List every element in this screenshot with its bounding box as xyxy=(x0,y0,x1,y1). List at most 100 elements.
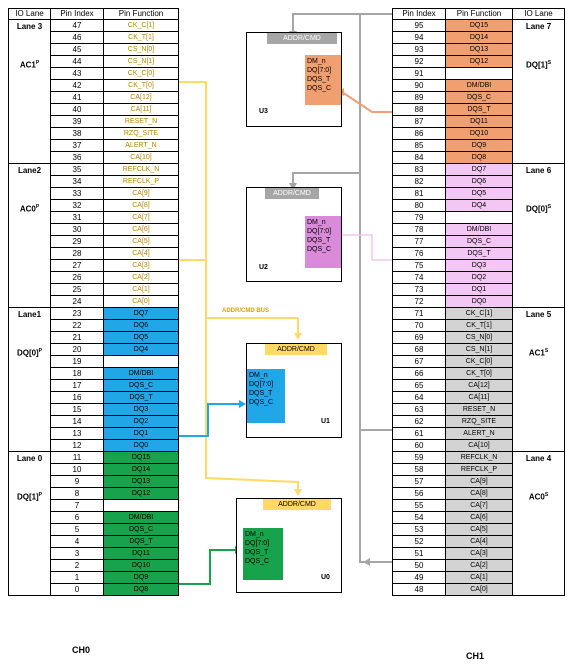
pin-index: 62 xyxy=(393,416,446,428)
pin-index: 89 xyxy=(393,92,446,104)
pin-function: DQS_C xyxy=(446,92,513,104)
pin-function: DM/DBI xyxy=(446,224,513,236)
pin-index: 39 xyxy=(51,116,104,128)
pin-function: CA[9] xyxy=(104,188,179,200)
pin-function: RZQ_SITE xyxy=(446,416,513,428)
io-lane-name: Lane 0 xyxy=(16,454,43,463)
arrowhead xyxy=(363,558,370,566)
pin-function: DQ4 xyxy=(104,344,179,356)
pin-function: CA[5] xyxy=(446,524,513,536)
pin-index: 14 xyxy=(51,416,104,428)
pin-function: RESET_N xyxy=(446,404,513,416)
pin-index: 10 xyxy=(51,464,104,476)
header-cell: IO Lane xyxy=(9,9,51,20)
pin-function: DQ5 xyxy=(104,332,179,344)
pin-function: CS_N[0] xyxy=(104,44,179,56)
pin-function: DQS_T xyxy=(446,248,513,260)
pin-function: CA[1] xyxy=(446,572,513,584)
pin-function xyxy=(104,500,179,512)
pin-index: 36 xyxy=(51,152,104,164)
pin-index: 22 xyxy=(51,320,104,332)
pin-function: DQ15 xyxy=(104,452,179,464)
io-lane-signal-name: AC0 xyxy=(528,492,545,502)
io-lane-signal-suffix: S xyxy=(547,204,552,210)
pin-index: 31 xyxy=(51,212,104,224)
pin-function: CA[7] xyxy=(104,212,179,224)
io-lane-signal-suffix: P xyxy=(38,492,43,498)
header-cell: Pin Index xyxy=(51,9,104,20)
arrowhead xyxy=(289,183,297,190)
io-lane-signal: DQ[1]S xyxy=(513,60,564,70)
pin-index: 34 xyxy=(51,176,104,188)
u0-dq-wire xyxy=(178,549,238,585)
pin-index: 71 xyxy=(393,308,446,320)
pin-function: CA[4] xyxy=(104,248,179,260)
pin-index: 68 xyxy=(393,344,446,356)
pin-function: CK_C[1] xyxy=(446,308,513,320)
io-lane-name: Lane 6 xyxy=(525,166,552,175)
dq-port-signal: DQ[7:0] xyxy=(249,381,274,388)
io-lane-signal-suffix: P xyxy=(35,60,40,66)
pin-function: DQ8 xyxy=(446,152,513,164)
pin-index: 3 xyxy=(51,548,104,560)
pin-index: 41 xyxy=(51,92,104,104)
pin-index: 86 xyxy=(393,128,446,140)
dq-port-signal: DQS_T xyxy=(249,390,273,397)
pin-function: DQ3 xyxy=(446,260,513,272)
pin-function: CA[2] xyxy=(446,560,513,572)
io-lane-signal-name: DQ[0] xyxy=(16,348,39,358)
pin-index: 90 xyxy=(393,80,446,92)
pin-index: 84 xyxy=(393,152,446,164)
pin-function: DQ3 xyxy=(104,404,179,416)
pin-index: 45 xyxy=(51,44,104,56)
io-lane-signal: DQ[1]P xyxy=(9,492,50,502)
io-lane-signal-name: AC0 xyxy=(19,204,36,214)
pin-index: 28 xyxy=(51,248,104,260)
io-lane-signal-suffix: S xyxy=(544,492,549,498)
pin-index: 8 xyxy=(51,488,104,500)
pin-row: 7 xyxy=(9,500,179,512)
chip-designator: U1 xyxy=(321,418,330,425)
io-lane-signal-suffix: P xyxy=(38,348,43,354)
pin-index: 57 xyxy=(393,476,446,488)
addr-cmd-bus-label: ADDR/CMD BUS xyxy=(222,308,269,314)
io-lane-signal-name: DQ[0] xyxy=(525,204,548,214)
ch0-label: CH0 xyxy=(72,645,91,655)
pin-function: CA[6] xyxy=(104,224,179,236)
pin-function: CA[6] xyxy=(446,512,513,524)
pin-function: DQ14 xyxy=(446,32,513,44)
pin-function: DQ13 xyxy=(104,476,179,488)
pin-function: CA[9] xyxy=(446,476,513,488)
pin-index: 70 xyxy=(393,320,446,332)
pin-index: 81 xyxy=(393,188,446,200)
pin-function: DQ10 xyxy=(104,560,179,572)
pin-index: 40 xyxy=(51,104,104,116)
pin-index: 79 xyxy=(393,212,446,224)
pin-function: CA[2] xyxy=(104,272,179,284)
